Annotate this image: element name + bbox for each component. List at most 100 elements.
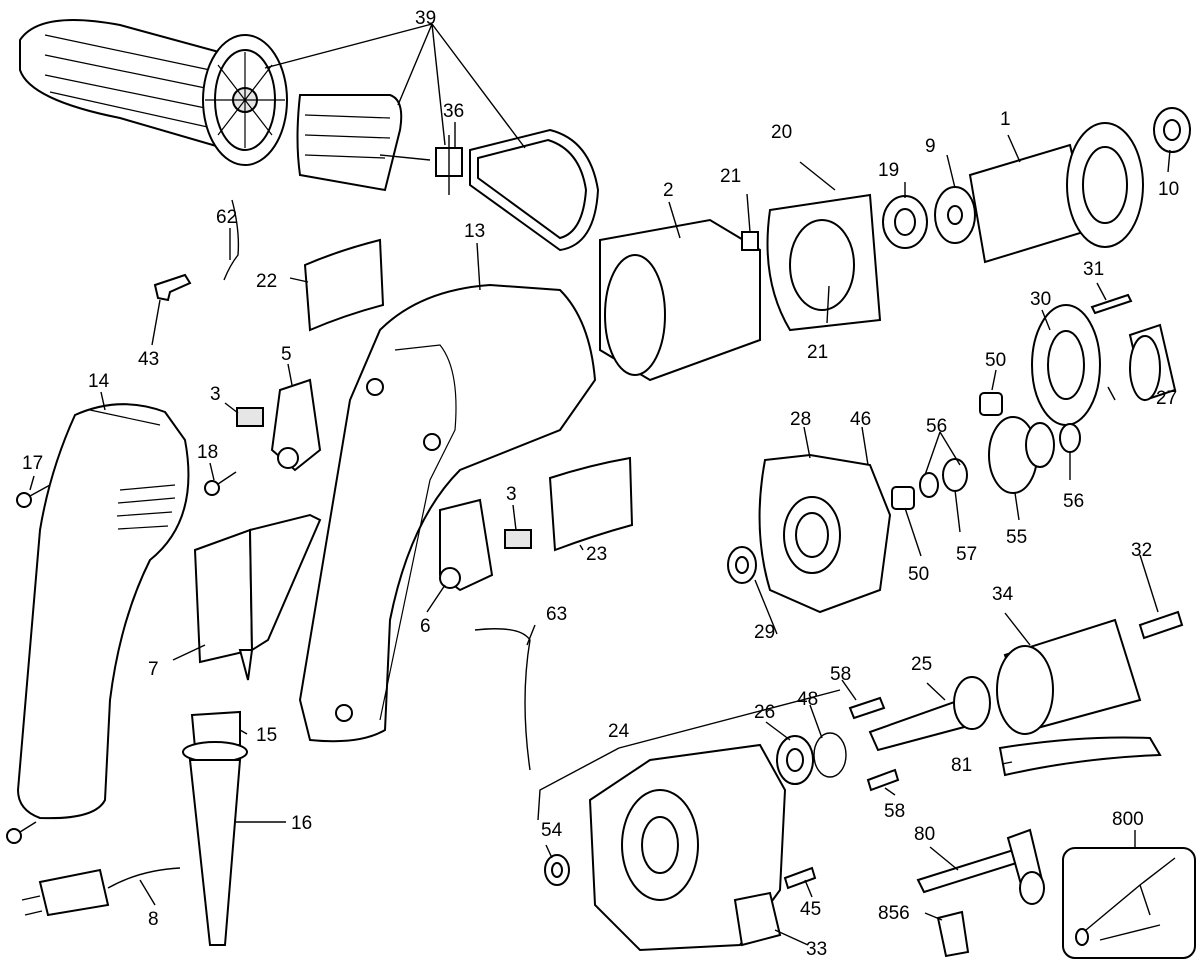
screw-58b <box>866 768 900 792</box>
accessory-box-800 <box>1062 847 1196 959</box>
label-20: 20 <box>771 122 792 143</box>
label-19: 19 <box>878 160 899 181</box>
bushing-54 <box>544 854 570 886</box>
label-24: 24 <box>608 721 630 742</box>
label-18: 18 <box>197 442 218 463</box>
label-6: 6 <box>420 616 431 637</box>
label-13: 13 <box>464 221 485 242</box>
label-43: 43 <box>138 349 159 370</box>
clip-43 <box>153 273 192 302</box>
wire-62 <box>223 199 240 281</box>
bearing-9 <box>934 186 976 244</box>
brush-3a <box>236 407 264 427</box>
label-29: 29 <box>754 622 775 643</box>
label-56b: 56 <box>1063 491 1084 512</box>
bearing-19 <box>882 195 928 249</box>
label-14: 14 <box>88 371 110 392</box>
label-32: 32 <box>1131 540 1152 561</box>
washer-56a <box>919 472 939 498</box>
plug-33 <box>733 891 782 947</box>
ring-48 <box>813 732 847 778</box>
brush-holder-6 <box>439 498 494 592</box>
label-81: 81 <box>951 755 972 776</box>
label-2: 2 <box>663 180 674 201</box>
spindle-34 <box>996 618 1142 735</box>
label-10: 10 <box>1158 179 1179 200</box>
switch-7 <box>193 513 322 681</box>
armature-1 <box>968 122 1144 264</box>
washer-57 <box>942 458 968 492</box>
label-45: 45 <box>800 899 821 920</box>
label-15: 15 <box>256 725 277 746</box>
part-labels: 1 2 3 3 5 6 7 8 9 10 13 14 15 16 17 18 1… <box>22 8 1179 960</box>
label-8: 8 <box>148 909 159 930</box>
label-1: 1 <box>1000 109 1011 130</box>
label-9: 9 <box>925 136 936 157</box>
label-16: 16 <box>291 813 312 834</box>
label-56a: 56 <box>926 416 947 437</box>
label-21b: 21 <box>807 342 828 363</box>
label-21a: 21 <box>720 166 741 187</box>
clip-856 <box>936 910 970 958</box>
side-handle-bolt <box>435 135 463 195</box>
label-3a: 3 <box>210 384 221 405</box>
housing-13 <box>298 283 597 743</box>
plug-8 <box>21 867 181 917</box>
label-80: 80 <box>914 824 935 845</box>
bushing-50a <box>979 392 1003 416</box>
pin-21a <box>741 231 759 251</box>
label-58a: 58 <box>830 664 851 685</box>
label-27: 27 <box>1156 388 1177 409</box>
label-55: 55 <box>1006 527 1027 548</box>
label-54: 54 <box>541 820 563 841</box>
label-23 <box>548 456 634 552</box>
label-31: 31 <box>1083 259 1104 280</box>
wire-63 <box>474 628 531 771</box>
screw-17 <box>16 484 51 508</box>
gear-55 <box>988 416 1055 494</box>
label-800: 800 <box>1112 809 1144 830</box>
gear-30 <box>1031 304 1101 426</box>
label-48: 48 <box>797 689 818 710</box>
leader-lines <box>29 23 1171 946</box>
label-22 <box>303 238 385 332</box>
label-57: 57 <box>956 544 977 565</box>
label-30: 30 <box>1030 289 1051 310</box>
label-50b: 50 <box>908 564 929 585</box>
label-28: 28 <box>790 409 811 430</box>
label-58b: 58 <box>884 801 905 822</box>
handle-half-14 <box>16 403 190 820</box>
label-5: 5 <box>281 344 292 365</box>
bushing-50b <box>891 486 915 510</box>
brush-ring-20 <box>766 193 882 332</box>
label-25: 25 <box>911 654 932 675</box>
label-17: 17 <box>22 453 43 474</box>
label-34: 34 <box>992 584 1014 605</box>
cord-protector-16 <box>182 741 248 946</box>
washer-29 <box>727 546 757 584</box>
brush-holder-5 <box>270 378 322 472</box>
label-26: 26 <box>754 702 775 723</box>
label-7: 7 <box>148 659 159 680</box>
label-33: 33 <box>806 939 827 960</box>
bearing-10 <box>1153 107 1191 153</box>
strap-81 <box>998 736 1162 777</box>
screw-32 <box>1138 610 1184 640</box>
label-23: 23 <box>586 544 607 565</box>
bearing-26 <box>776 735 814 785</box>
bushing-27 <box>1128 323 1177 402</box>
label-36: 36 <box>443 101 464 122</box>
brush-3b <box>504 529 532 549</box>
chuck-key-80 <box>916 828 1045 905</box>
gear-plate-28 <box>758 453 892 614</box>
label-50a: 50 <box>985 350 1006 371</box>
label-39: 39 <box>415 8 436 29</box>
screw-58a <box>848 696 886 720</box>
side-handle-band <box>469 128 600 252</box>
screw-bottom <box>6 821 37 844</box>
label-63: 63 <box>546 604 567 625</box>
screw-45 <box>783 866 817 890</box>
side-handle-grip <box>19 19 288 166</box>
label-3b: 3 <box>506 484 517 505</box>
